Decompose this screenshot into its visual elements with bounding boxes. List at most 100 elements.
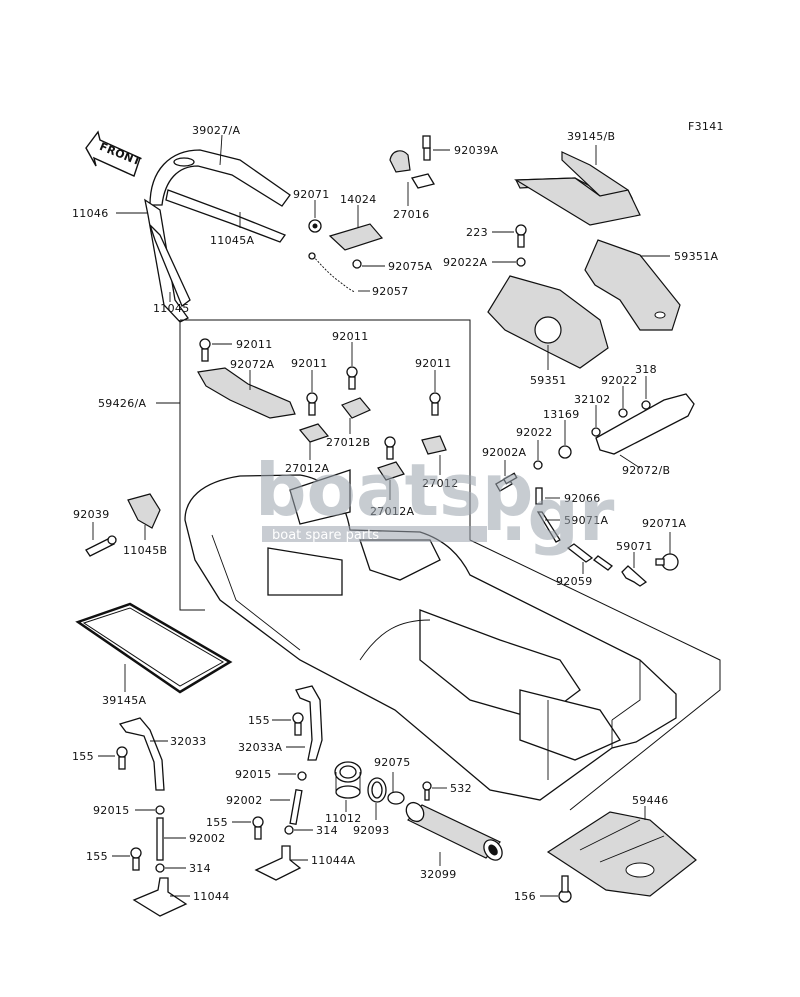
clip-27012A-a-part — [298, 423, 330, 443]
bolt-92011-a — [199, 338, 211, 362]
label-11045: 11045 — [153, 302, 190, 315]
label-39027A: 39027/A — [192, 124, 240, 137]
label-11044: 11044 — [193, 890, 230, 903]
bolt-92002A-part — [495, 472, 518, 492]
label-155-c: 155 — [206, 816, 228, 829]
watermark: boatsp .gr boat spare parts — [255, 448, 615, 557]
label-27012A-a: 27012A — [285, 462, 329, 475]
nut-318-part — [641, 400, 651, 410]
cap-92075-part — [387, 791, 405, 805]
front-arrow-icon: FRONT — [85, 130, 143, 177]
label-92075A: 92075A — [388, 260, 432, 273]
watermark-tagline: boat spare parts — [272, 528, 379, 543]
nut-92015-a-part — [297, 771, 307, 781]
label-92075: 92075 — [374, 756, 411, 769]
bolt-155-c-part — [252, 816, 264, 840]
label-11046: 11046 — [72, 207, 109, 220]
label-318: 318 — [635, 363, 657, 376]
bracket-11044A-part — [254, 845, 302, 881]
leader-39027A — [219, 134, 223, 166]
bracket-11044-part — [132, 877, 188, 917]
label-59071: 59071 — [616, 540, 653, 553]
label-92011-c: 92011 — [332, 330, 369, 343]
label-11045A: 11045A — [210, 234, 254, 247]
label-13169: 13169 — [543, 408, 580, 421]
label-92072A: 92072A — [230, 358, 274, 371]
label-59351A: 59351A — [674, 250, 718, 263]
tube-32099-part — [405, 801, 503, 861]
label-27012B: 27012B — [326, 436, 370, 449]
label-92022-b: 92022 — [601, 374, 638, 387]
label-32033: 32033 — [170, 735, 207, 748]
watermark-domain: .gr — [500, 473, 615, 557]
damper-13169-part — [558, 445, 572, 459]
bolt-155-d-part — [130, 847, 142, 871]
mat-part — [513, 151, 641, 226]
label-32099: 32099 — [420, 868, 457, 881]
label-92022-c: 92022 — [516, 426, 553, 439]
label-92002A: 92002A — [482, 446, 526, 459]
clip-27012B-part — [341, 397, 371, 419]
plate-59446-part — [546, 811, 697, 897]
bolt-155-b-part — [292, 712, 304, 736]
label-32102: 32102 — [574, 393, 611, 406]
label-32033A: 32033A — [238, 741, 282, 754]
label-156: 156 — [514, 890, 536, 903]
label-59071A: 59071A — [564, 514, 608, 527]
label-155-d: 155 — [86, 850, 108, 863]
label-92011-b: 92011 — [291, 357, 328, 370]
label-27012A-b: 27012A — [370, 505, 414, 518]
seal-39145A-part — [75, 602, 233, 694]
bolt-156-part — [558, 875, 572, 903]
assembly-frame — [180, 319, 721, 811]
clip-27012-part — [421, 435, 447, 455]
collar-32102-part — [591, 427, 601, 437]
label-92002-b: 92002 — [189, 832, 226, 845]
grommet-11012-part — [334, 761, 362, 799]
label-92039: 92039 — [73, 508, 110, 521]
nut-314-a-part — [284, 825, 294, 835]
stud-92002-b-part — [156, 817, 164, 861]
label-11045B: 11045B — [123, 544, 167, 557]
label-27016: 27016 — [393, 208, 430, 221]
label-92039A: 92039A — [454, 144, 498, 157]
grab-handle-part — [144, 149, 291, 323]
label-39145A: 39145A — [102, 694, 146, 707]
bolt-92011-b — [306, 392, 318, 416]
bolt-92011-d — [429, 392, 441, 416]
handle-32033-part — [118, 717, 165, 791]
label-92071A: 92071A — [642, 517, 686, 530]
bolt-155-a-part — [116, 746, 128, 770]
label-92011-a: 92011 — [236, 338, 273, 351]
label-314-a: 314 — [316, 824, 338, 837]
label-92059: 92059 — [556, 575, 593, 588]
watermark-brand: boatsp — [255, 448, 533, 532]
bracket-11045B-part — [127, 493, 161, 529]
pin-532-part — [422, 781, 432, 801]
cover-59351A-part — [584, 239, 681, 331]
label-59446: 59446 — [632, 794, 669, 807]
label-314-b: 314 — [189, 862, 211, 875]
label-92015-b: 92015 — [93, 804, 130, 817]
tube-92059-part — [566, 543, 594, 563]
cover-59351-part — [487, 275, 609, 369]
washer-92022-b-part — [618, 408, 628, 418]
handle-32033A-part — [295, 685, 323, 761]
label-92066: 92066 — [564, 492, 601, 505]
rod-59071A-part — [536, 511, 561, 543]
latch-part — [389, 135, 436, 189]
washer-92022-c-part — [533, 460, 543, 470]
label-92093: 92093 — [353, 824, 390, 837]
label-11044A: 11044A — [311, 854, 355, 867]
label-92057: 92057 — [372, 285, 409, 298]
stud-92002-a-part — [289, 788, 303, 826]
label-92022A: 92022A — [443, 256, 487, 269]
bracket-92072B-part — [595, 393, 695, 455]
label-59351: 59351 — [530, 374, 567, 387]
hull-part — [184, 469, 677, 801]
label-14024: 14024 — [340, 193, 377, 206]
label-155-a: 155 — [72, 750, 94, 763]
label-92072B: 92072/B — [622, 464, 670, 477]
ring-92093-part — [367, 777, 387, 803]
